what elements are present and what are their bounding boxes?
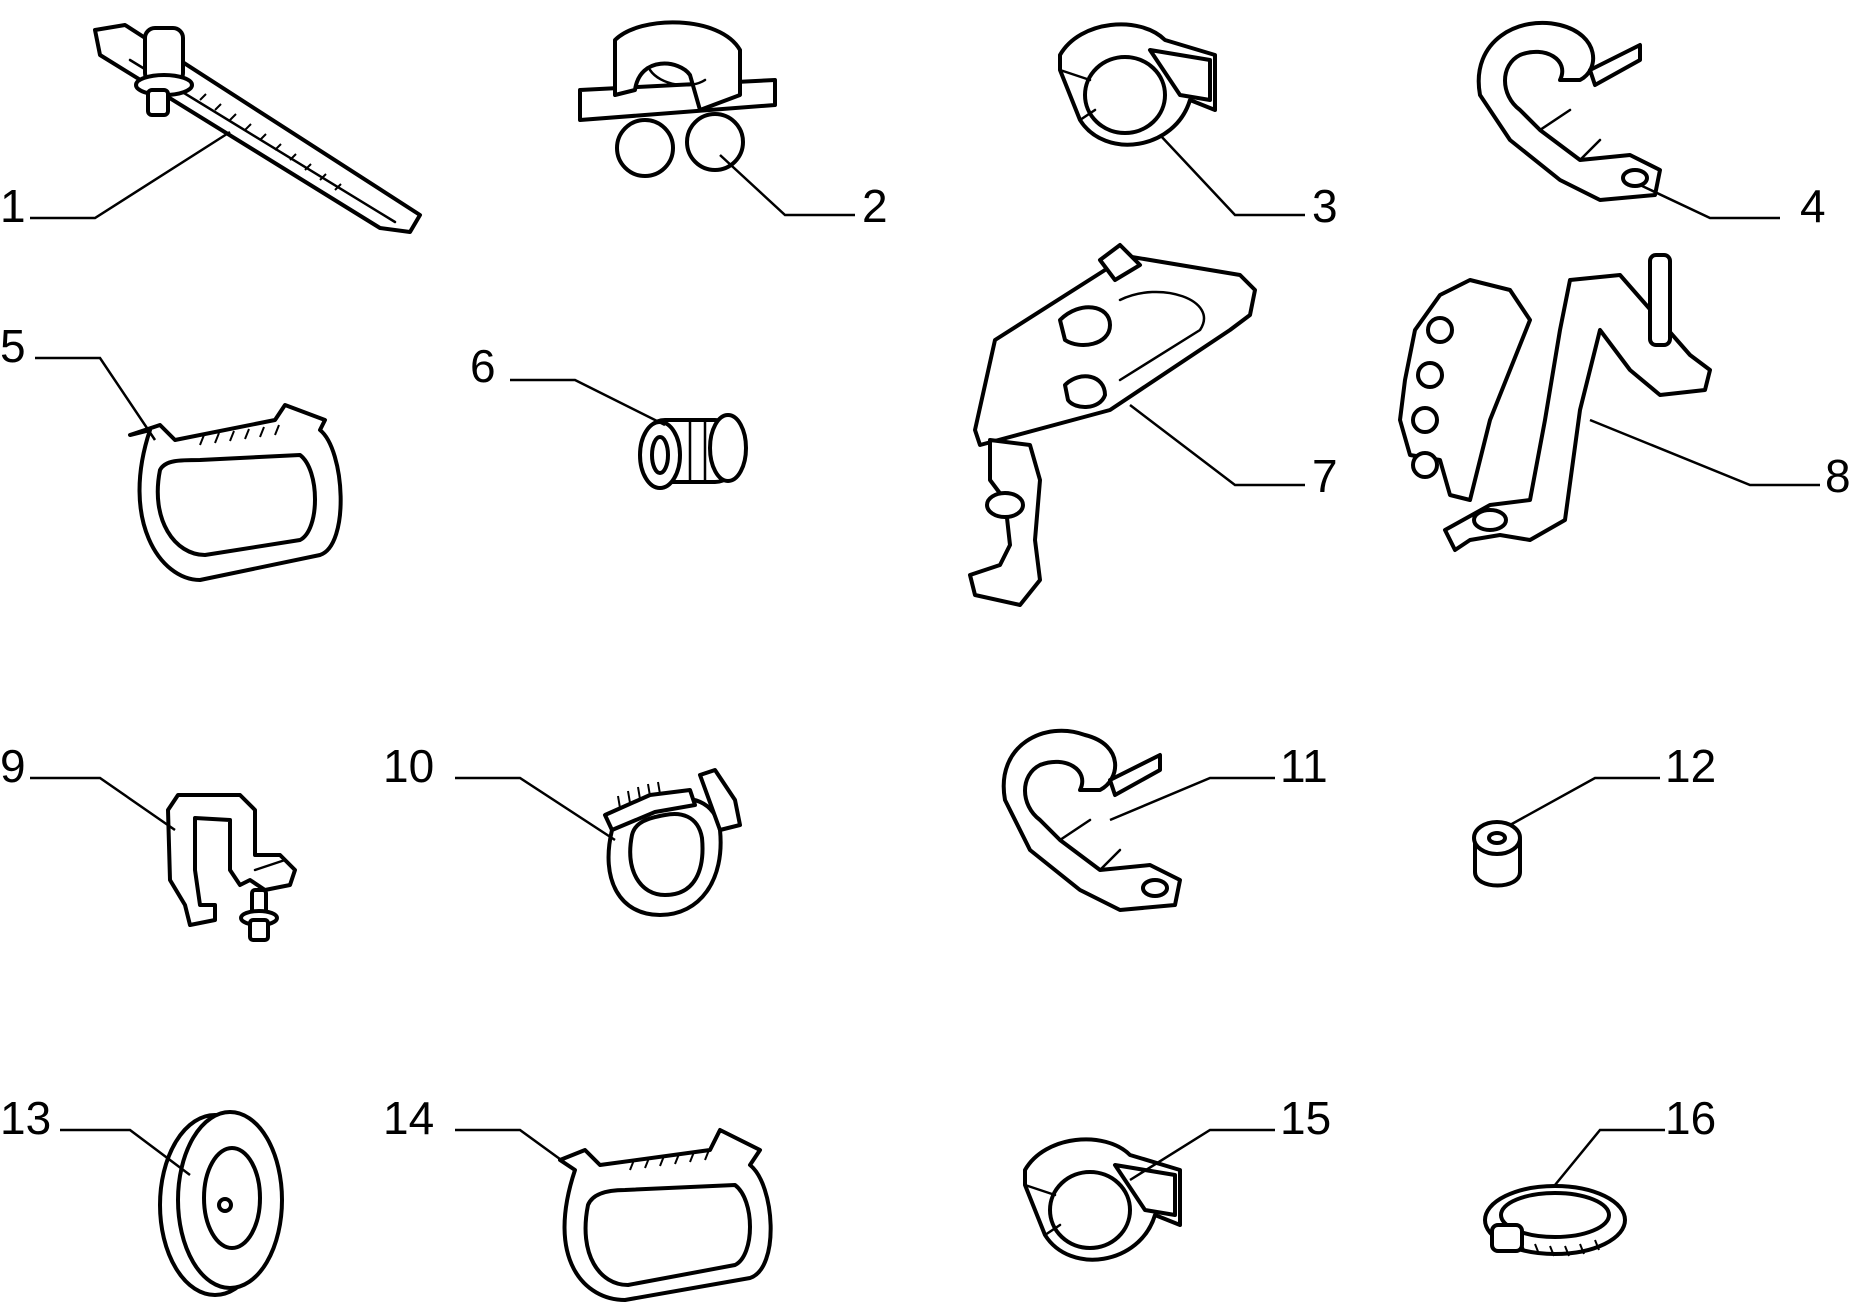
part-14-cable-clamp-icon (558, 1128, 773, 1302)
part-number-2: 2 (862, 180, 888, 232)
part-number-15: 15 (1280, 1092, 1331, 1144)
part-9-u-bracket-icon (166, 793, 297, 942)
part-16-hose-clamp-icon (1483, 1184, 1627, 1257)
leader-line-9 (30, 776, 176, 832)
part-2-clip-icon (578, 20, 777, 178)
part-number-14: 14 (383, 1092, 434, 1144)
leader-line-13 (60, 1128, 191, 1176)
part-number-7: 7 (1312, 450, 1338, 502)
leader-line-2 (719, 154, 855, 217)
part-4-pipe-bracket-icon (1476, 20, 1662, 202)
part-12-spacer-icon (1472, 820, 1522, 888)
part-number-5: 5 (0, 320, 26, 372)
leader-line-6 (510, 378, 666, 427)
part-1-cable-tie-icon (93, 23, 422, 234)
leader-line-11 (1109, 776, 1275, 822)
part-6-grommet-icon (638, 413, 748, 490)
leader-line-16 (1554, 1128, 1665, 1186)
part-3-hose-clip-icon (1058, 22, 1217, 147)
leader-line-4 (1639, 183, 1780, 220)
leader-line-10 (455, 776, 616, 842)
part-13-oval-grommet-icon (158, 1110, 284, 1297)
part-number-12: 12 (1665, 740, 1716, 792)
part-number-4: 4 (1800, 180, 1826, 232)
leader-line-12 (1509, 776, 1660, 827)
leader-line-1 (30, 130, 231, 220)
part-number-11: 11 (1280, 740, 1328, 792)
part-10-band-clamp-icon (603, 768, 742, 917)
leader-line-8 (1589, 418, 1820, 487)
leader-line-3 (1159, 134, 1305, 217)
part-7-multi-clip-bracket-icon (968, 243, 1257, 607)
part-5-cable-clamp-icon (128, 403, 343, 582)
part-number-10: 10 (383, 740, 434, 792)
leader-line-5 (35, 356, 157, 441)
part-number-8: 8 (1825, 450, 1851, 502)
part-number-9: 9 (0, 740, 26, 792)
part-number-1: 1 (0, 180, 26, 232)
part-15-hose-clip-icon (1023, 1137, 1182, 1262)
part-11-pipe-bracket-icon (1001, 728, 1182, 912)
part-number-13: 13 (0, 1092, 51, 1144)
part-number-6: 6 (470, 340, 496, 392)
leader-line-15 (1129, 1128, 1275, 1182)
part-number-16: 16 (1665, 1092, 1716, 1144)
part-number-3: 3 (1312, 180, 1338, 232)
leader-line-7 (1129, 404, 1305, 487)
leader-line-14 (455, 1128, 576, 1172)
part-8-support-bracket-icon (1398, 253, 1712, 552)
